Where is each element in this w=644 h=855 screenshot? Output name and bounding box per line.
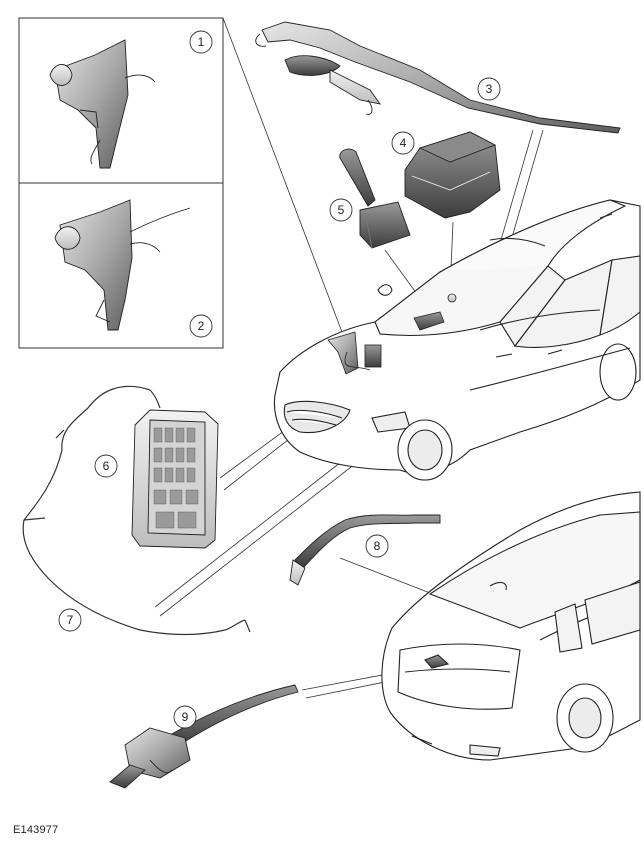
callout-2: 2 [189, 314, 213, 338]
callout-5: 5 [329, 198, 353, 222]
callouts: 1 2 3 4 5 6 7 8 [58, 30, 501, 729]
rear-vehicle-illustration [381, 491, 641, 761]
callout-9-label: 9 [182, 710, 189, 724]
callout-5-label: 5 [338, 203, 345, 217]
callout-1-label: 1 [198, 35, 205, 49]
callout-9: 9 [173, 705, 197, 729]
callout-2-label: 2 [198, 319, 205, 333]
part-rear-washer-hose [289, 514, 441, 586]
callout-6: 6 [94, 454, 118, 478]
callout-8-label: 8 [374, 539, 381, 553]
callout-3: 3 [477, 77, 501, 101]
callout-4: 4 [391, 131, 415, 155]
part-rain-sensor [404, 131, 501, 219]
callout-6-label: 6 [103, 459, 110, 473]
front-installed-parts [327, 293, 457, 375]
part-rear-wiper [109, 684, 299, 789]
part-washer-reservoir-bottom [54, 199, 191, 331]
part-junction-box [131, 409, 219, 549]
callout-3-label: 3 [486, 82, 493, 96]
part-wiper-switch [339, 148, 411, 249]
callout-7-label: 7 [67, 613, 74, 627]
callout-7: 7 [58, 608, 82, 632]
callout-4-label: 4 [400, 136, 407, 150]
figure-reference-code: E143977 [13, 824, 59, 836]
inset-panels [18, 17, 224, 349]
callout-1: 1 [189, 30, 213, 54]
part-washer-reservoir-top [49, 39, 156, 169]
part-washer-hose [22, 385, 251, 636]
callout-8: 8 [365, 534, 389, 558]
part-wiper-linkage [255, 21, 621, 134]
